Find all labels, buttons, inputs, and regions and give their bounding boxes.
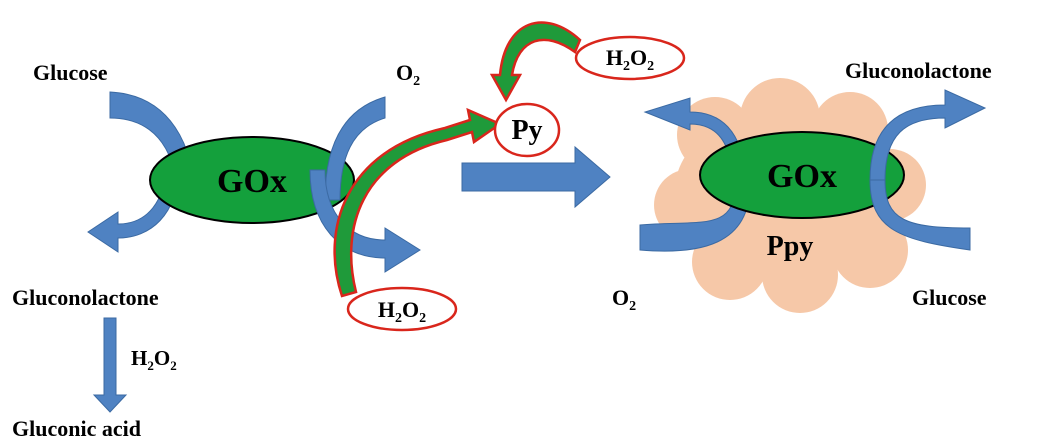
h2o2-out-arrow [309, 169, 421, 273]
gluconic-acid-label: Gluconic acid [12, 416, 141, 441]
gox-enzyme-right [699, 131, 905, 219]
h2o2-to-py-arrow [333, 107, 503, 298]
h2o2-bubble-top [574, 35, 686, 81]
o2-label-left: O2 [396, 60, 420, 89]
o2-label-right: O2 [612, 285, 636, 314]
gluconolactone-label-right: Gluconolactone [845, 58, 992, 83]
gox-label-right: GOx [767, 158, 837, 195]
glucose-label-right: Glucose [912, 285, 987, 310]
h2o2-label-mid: H2O2 [131, 346, 177, 373]
gluconolactone-out-arrow-right [869, 89, 987, 181]
gox-enzyme-left [149, 136, 355, 224]
h2o2-top-to-py-arrow [489, 21, 582, 103]
py-bubble [493, 102, 561, 158]
h2o2-bubble-bottom-label: H2O2 [378, 297, 426, 326]
glucose-label-left: Glucose [33, 60, 108, 85]
process-arrow [461, 145, 611, 209]
h2o2-bubble-bottom [346, 286, 458, 332]
py-label: Py [511, 115, 542, 146]
to-gluconic-acid-arrow [92, 317, 128, 413]
o2-in-arrow [324, 96, 386, 201]
gox-label-left: GOx [217, 163, 287, 200]
gluconolactone-label-left: Gluconolactone [12, 285, 159, 310]
ppy-label: Ppy [767, 231, 814, 262]
h2o2-bubble-top-label: H2O2 [606, 45, 654, 74]
